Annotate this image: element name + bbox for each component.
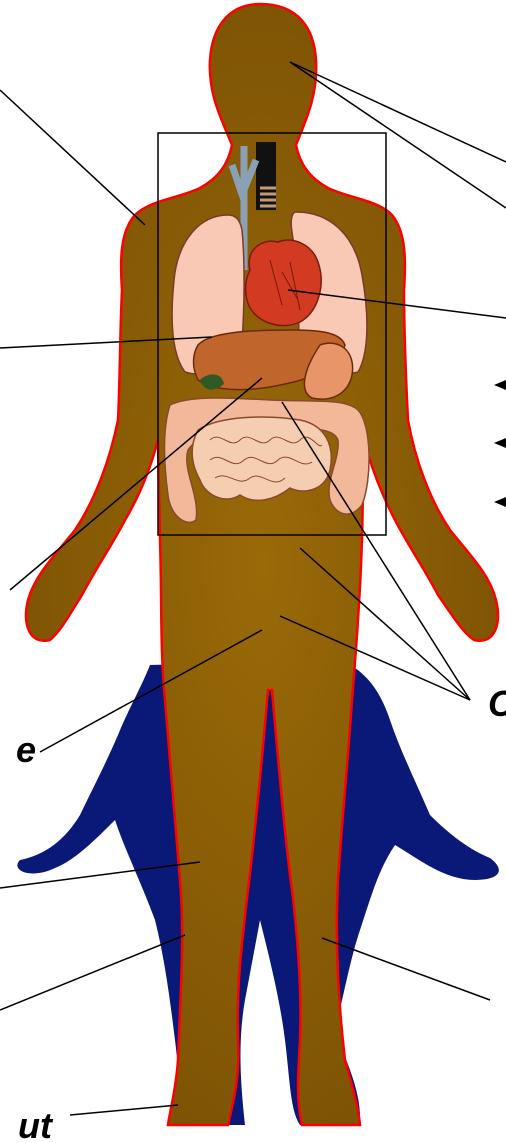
heart (246, 240, 322, 325)
label-right-mid: C (488, 683, 506, 724)
arrow-left-icon (494, 380, 506, 507)
small-intestine (192, 417, 331, 500)
label-left-mid: e (16, 729, 36, 770)
label-bottom-left: ut (18, 1105, 54, 1143)
